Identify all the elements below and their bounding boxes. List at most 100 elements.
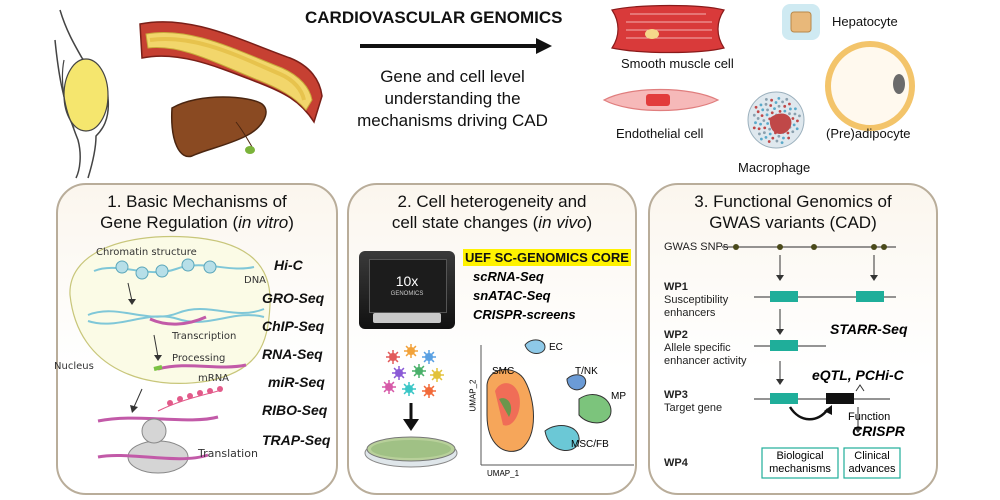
liver-icon <box>171 96 267 158</box>
wp4-id: WP4 <box>664 457 688 469</box>
umap-cluster-mscfb: MSC/FB <box>571 439 609 450</box>
umap-cluster-smc: SMC <box>492 366 515 377</box>
panel2-title-line1: 2. Cell heterogeneity and <box>397 192 587 211</box>
method-trapseq: TRAP-Seq <box>262 432 331 448</box>
label-transcription: Transcription <box>172 331 237 342</box>
panel1-title-italic: in vitro <box>238 213 289 232</box>
umap-y-label: UMAP_2 <box>468 379 478 412</box>
box1-line: Biological <box>776 450 824 462</box>
smooth-muscle-cell-icon <box>611 4 725 54</box>
enhancer-wp2 <box>770 340 798 351</box>
wp4-block: WP4 <box>664 457 688 470</box>
label-smooth-muscle: Smooth muscle cell <box>621 56 734 71</box>
main-arrow <box>360 38 552 54</box>
label-adipocyte: (Pre)adipocyte <box>826 126 911 141</box>
subtitle-line: mechanisms driving CAD <box>357 111 548 130</box>
adipocyte-icon <box>825 41 915 131</box>
cell-mixture-icon <box>382 344 444 398</box>
box-clinical-advances <box>843 447 901 479</box>
panel2-title-line2: cell state changes (in vivo) <box>349 212 635 233</box>
target-gene <box>826 393 854 404</box>
enhancer-wp1-a <box>770 291 798 302</box>
enhancer-wp1-b <box>856 291 884 302</box>
umap-cluster-ec: EC <box>549 342 563 353</box>
petri-dish-icon <box>364 436 458 468</box>
panel2-title-italic: in vivo <box>538 213 587 232</box>
panel3-title-line1: 3. Functional Genomics of <box>694 192 892 211</box>
umap-cluster-tnk: T/NK <box>575 366 598 377</box>
panel1-title-part: Gene Regulation ( <box>100 213 239 232</box>
core-label: UEF SC-GENOMICS CORE <box>463 249 631 266</box>
panel3-title-line2: GWAS variants (CAD) <box>709 213 877 232</box>
label-nucleus: Nucleus <box>54 361 94 372</box>
method-scrnaseq: scRNA-Seq <box>473 269 544 284</box>
method-groseq: GRO-Seq <box>262 290 325 306</box>
single-cell-diagram <box>364 339 634 468</box>
label-dna: DNA <box>244 275 267 286</box>
ribosome-icon <box>97 386 223 474</box>
method-hic: Hi-C <box>274 257 303 273</box>
box2-line: advances <box>848 463 896 475</box>
enhancer-wp3 <box>770 393 798 404</box>
method-crispr: CRISPR <box>852 423 905 439</box>
endothelial-cell-icon <box>602 88 720 112</box>
wp1-desc: enhancers <box>664 307 716 319</box>
wp3-desc: Target gene <box>664 402 723 414</box>
label-function: Function <box>848 411 891 423</box>
macrophage-icon <box>747 91 805 149</box>
method-riboseq: RIBO-Seq <box>262 402 328 418</box>
method-rnaseq: RNA-Seq <box>262 346 323 362</box>
panel-functional-genomics: 3. Functional Genomics of GWAS variants … <box>648 183 938 495</box>
mrna-icon <box>157 363 247 371</box>
wp1-block: WP1 Susceptibility enhancers <box>664 281 728 320</box>
chromatin-icon <box>93 258 255 280</box>
label-endothelial: Endothelial cell <box>616 126 704 141</box>
panel2-title: 2. Cell heterogeneity and cell state cha… <box>349 191 635 233</box>
dna-transcription-icon <box>87 308 265 326</box>
label-processing: Processing <box>172 353 226 364</box>
wp4-box2-text: Clinical advances <box>844 450 900 476</box>
panel3-title: 3. Functional Genomics of GWAS variants … <box>650 191 936 233</box>
header-subtitle: Gene and cell level understanding the me… <box>345 66 560 132</box>
gene-regulation-diagram <box>69 235 271 474</box>
box2-line: Clinical <box>854 450 890 462</box>
wp3-id: WP3 <box>664 389 688 401</box>
label-gwas-snps: GWAS SNPs <box>664 241 729 253</box>
wp3-block: WP3 Target gene <box>664 389 722 415</box>
label-mrna: mRNA <box>198 373 230 384</box>
label-chromatin: Chromatin structure <box>96 247 197 258</box>
wp2-block: WP2 Allele specific enhancer activity <box>664 329 747 368</box>
wp2-id: WP2 <box>664 329 688 341</box>
wp2-desc: enhancer activity <box>664 355 747 367</box>
gwas-workflow-diagram <box>722 244 901 479</box>
subtitle-line: understanding the <box>384 89 521 108</box>
label-hepatocyte: Hepatocyte <box>832 14 898 29</box>
panel1-title-part: ) <box>288 213 294 232</box>
body-silhouette-icon <box>54 9 110 179</box>
wp4-box1-text: Biological mechanisms <box>762 450 838 476</box>
nucleus-outline <box>69 235 271 384</box>
method-snatacseq: snATAC-Seq <box>473 288 551 303</box>
subtitle-line: Gene and cell level <box>380 67 525 86</box>
panel-basic-mechanisms: 1. Basic Mechanisms of Gene Regulation (… <box>54 183 338 495</box>
panel1-title-line1: 1. Basic Mechanisms of <box>107 192 287 211</box>
panel-cell-heterogeneity: 2. Cell heterogeneity and cell state cha… <box>347 183 637 495</box>
method-mirseq: miR-Seq <box>268 374 325 390</box>
method-eqtl-pchic: eQTL, PCHi-C <box>812 367 904 383</box>
device-label: 10x <box>395 273 419 289</box>
box1-line: mechanisms <box>769 463 831 475</box>
device-sublabel: GENOMICS <box>390 291 424 297</box>
umap-plot <box>480 339 634 466</box>
10x-device-icon: 10x GENOMICS <box>359 251 455 329</box>
method-chipseq: ChIP-Seq <box>262 318 325 334</box>
panel2-title-part: cell state changes ( <box>391 213 539 232</box>
wp2-desc: Allele specific <box>664 342 731 354</box>
label-translation: Translation <box>198 447 258 460</box>
umap-x-label: UMAP_1 <box>487 469 520 478</box>
box-biological-mechanisms <box>761 447 839 479</box>
wp1-desc: Susceptibility <box>664 294 729 306</box>
wp1-id: WP1 <box>664 281 688 293</box>
page-title: CARDIOVASCULAR GENOMICS <box>305 8 563 27</box>
method-starrseq: STARR-Seq <box>830 321 908 337</box>
